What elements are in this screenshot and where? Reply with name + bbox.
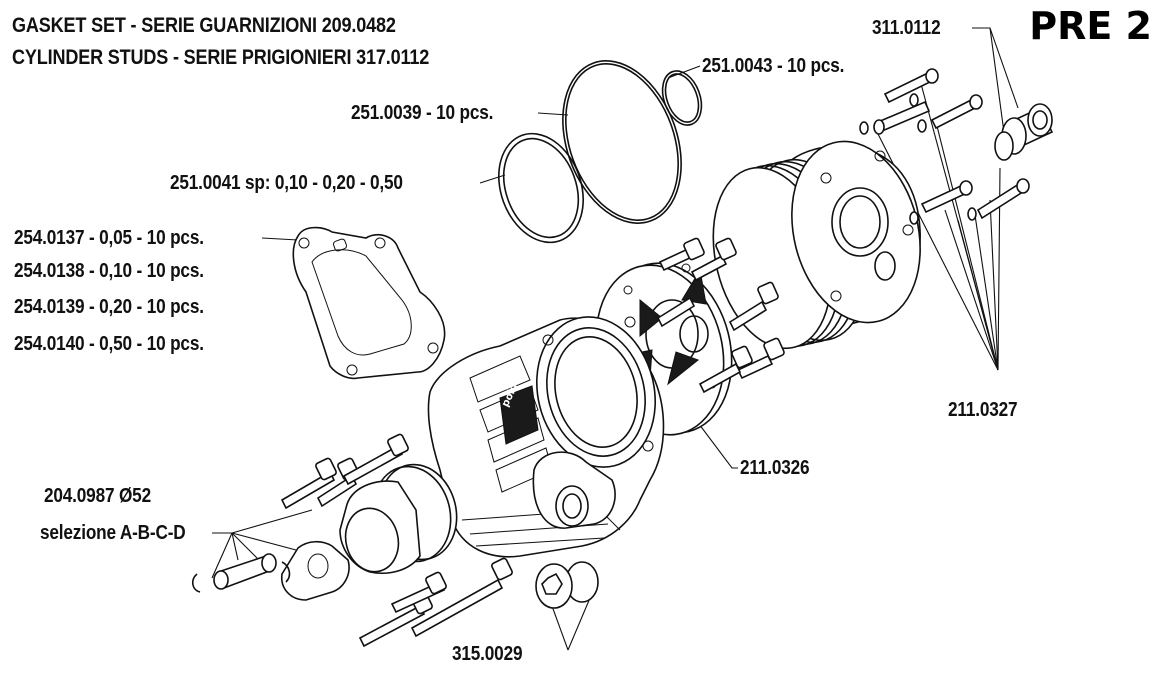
callout-251-0041: 251.0041 sp: 0,10 - 0,20 - 0,50	[170, 172, 403, 194]
callout-211-0327: 211.0327	[948, 399, 1018, 421]
callout-315-0029: 315.0029	[452, 643, 523, 665]
callout-204-selection: selezione A-B-C-D	[40, 522, 186, 544]
leader-251-0041	[479, 174, 506, 184]
o-ring-251-0039	[562, 60, 682, 224]
leader-254	[261, 237, 299, 241]
head-bolts	[859, 68, 1030, 225]
sheet-id: PRE 2	[1029, 4, 1152, 48]
header-gasket-set: GASKET SET - SERIE GUARNIZIONI 209.0482	[12, 14, 396, 37]
leader-204-0987	[211, 509, 313, 579]
callout-251-0043: 251.0043 - 10 pcs.	[702, 55, 845, 77]
head-nuts	[656, 237, 785, 394]
leader-251-0043	[667, 65, 701, 79]
header-cylinder-studs: CYLINDER STUDS - SERIE PRIGIONIERI 317.0…	[12, 46, 430, 69]
base-gasket-254	[292, 226, 446, 380]
callout-254-0138: 254.0138 - 0,10 - 10 pcs.	[14, 260, 204, 282]
o-ring-251-0043	[661, 70, 703, 126]
callout-254-0140: 254.0140 - 0,50 - 10 pcs.	[14, 333, 204, 355]
callout-211-0326: 211.0326	[740, 457, 810, 479]
plug-315-0029	[535, 561, 599, 609]
piston-pin-and-clips	[191, 553, 291, 593]
callout-254-0139: 254.0139 - 0,20 - 10 pcs.	[14, 296, 204, 318]
piston-204-0987	[281, 463, 458, 601]
leader-211-0326	[689, 411, 738, 469]
callout-204-0987: 204.0987 Ø52	[44, 485, 151, 507]
callout-254-0137: 254.0137 - 0,05 - 10 pcs.	[14, 227, 204, 249]
adapter-311-0112	[994, 103, 1054, 161]
callout-311-0112: 311.0112	[872, 17, 941, 39]
cylinder-head-211-0327	[712, 140, 921, 350]
cylinder	[427, 316, 665, 558]
head-gasket-251-0041	[498, 132, 584, 244]
callout-251-0039: 251.0039 - 10 pcs.	[351, 102, 494, 124]
cylinder-studs	[280, 433, 513, 648]
